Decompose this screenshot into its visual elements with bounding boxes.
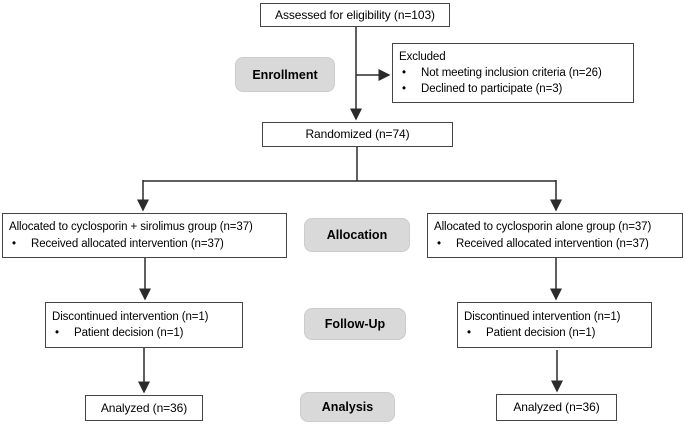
bullet-icon: •	[402, 83, 406, 96]
excluded-bullet-row: • Not meeting inclusion criteria (n=26)	[399, 65, 627, 81]
stage-label-analysis-text: Analysis	[321, 400, 374, 414]
followup-right-title: Discontinued intervention (n=1)	[464, 310, 621, 323]
followup-left-box: Discontinued intervention (n=1) • Patien…	[45, 302, 243, 348]
stage-label-enrollment: Enrollment	[235, 57, 335, 92]
analyzed-left-box: Analyzed (n=36)	[85, 395, 203, 421]
followup-left-title: Discontinued intervention (n=1)	[52, 310, 209, 323]
allocated-right-bullet-1: Received allocated intervention (n=37)	[456, 237, 649, 250]
stage-label-follow-up-text: Follow-Up	[324, 317, 386, 331]
bullet-icon: •	[437, 237, 441, 250]
eligibility-box: Assessed for eligibility (n=103)	[260, 3, 450, 27]
followup-left-bullet-row: • Patient decision (n=1)	[52, 325, 236, 341]
stage-label-enrollment-text: Enrollment	[252, 67, 318, 82]
excluded-bullet-row: • Declined to participate (n=3)	[399, 81, 627, 97]
analyzed-right-text: Analyzed (n=36)	[513, 400, 600, 415]
excluded-bullet-1: Not meeting inclusion criteria (n=26)	[421, 66, 602, 79]
randomized-text: Randomized (n=74)	[305, 127, 410, 142]
followup-right-box: Discontinued intervention (n=1) • Patien…	[457, 302, 652, 348]
allocated-right-bullet-row: • Received allocated intervention (n=37)	[434, 236, 676, 252]
bullet-icon: •	[402, 66, 406, 79]
stage-label-allocation-text: Allocation	[326, 228, 388, 242]
allocated-left-bullet-row: • Received allocated intervention (n=37)	[9, 236, 280, 252]
analyzed-right-box: Analyzed (n=36)	[496, 394, 617, 421]
allocated-right-box: Allocated to cyclosporin alone group (n=…	[427, 213, 683, 258]
followup-right-bullet-row: • Patient decision (n=1)	[464, 325, 645, 341]
eligibility-text: Assessed for eligibility (n=103)	[275, 7, 435, 22]
allocated-right-title: Allocated to cyclosporin alone group (n=…	[434, 221, 652, 234]
allocated-left-box: Allocated to cyclosporin + sirolimus gro…	[2, 213, 287, 258]
bullet-icon: •	[467, 327, 471, 339]
allocated-left-bullet-1: Received allocated intervention (n=37)	[31, 237, 224, 250]
bullet-icon: •	[55, 327, 59, 339]
stage-label-analysis: Analysis	[300, 392, 395, 422]
stage-label-allocation: Allocation	[304, 218, 410, 252]
followup-left-bullet-1: Patient decision (n=1)	[74, 327, 184, 339]
allocated-left-title: Allocated to cyclosporin + sirolimus gro…	[9, 221, 253, 234]
excluded-title: Excluded	[399, 50, 446, 63]
bullet-icon: •	[12, 237, 16, 250]
excluded-box: Excluded • Not meeting inclusion criteri…	[392, 43, 634, 103]
stage-label-follow-up: Follow-Up	[304, 308, 406, 340]
excluded-bullet-2: Declined to participate (n=3)	[421, 83, 563, 96]
analyzed-left-text: Analyzed (n=36)	[100, 400, 188, 415]
followup-right-bullet-1: Patient decision (n=1)	[486, 327, 596, 339]
randomized-box: Randomized (n=74)	[262, 122, 453, 147]
